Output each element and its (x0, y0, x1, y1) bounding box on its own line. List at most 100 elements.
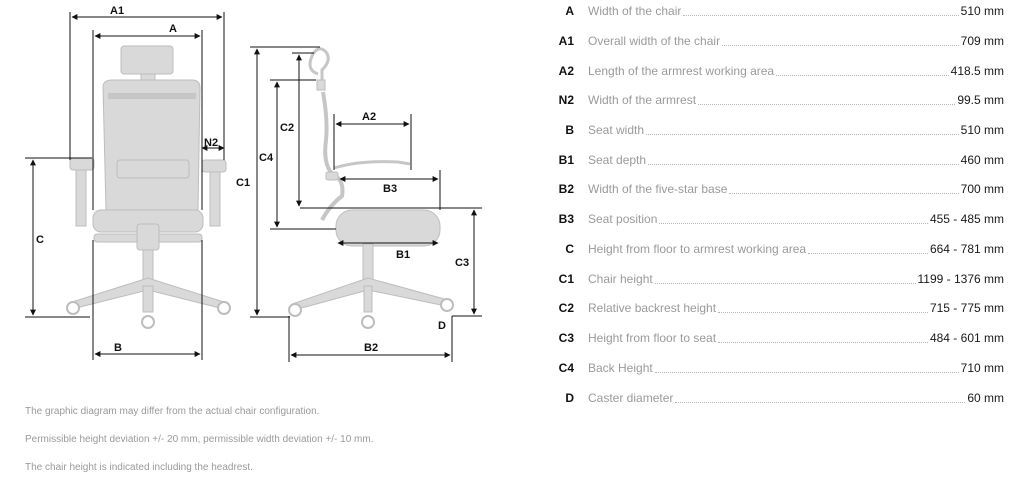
spec-leader (718, 302, 928, 313)
spec-name: Seat depth (588, 153, 647, 167)
spec-value: 510 mm (960, 123, 1004, 137)
spec-value: 715 - 775 mm (929, 301, 1004, 315)
label-D: D (438, 320, 446, 332)
spec-name: Length of the armrest working area (588, 64, 775, 78)
side-backrest (320, 91, 345, 221)
spec-leader (675, 392, 966, 403)
spec-name: Height from floor to seat (588, 331, 717, 345)
label-B1: B1 (396, 249, 410, 261)
spec-name: Width of the armrest (588, 93, 697, 107)
spec-code: N2 (558, 93, 574, 107)
label-C1: C1 (236, 177, 250, 189)
spec-code: B3 (558, 212, 574, 226)
spec-code: C4 (558, 361, 574, 375)
spec-value: 709 mm (960, 34, 1004, 48)
spec-leader (654, 273, 916, 284)
spec-leader (776, 65, 949, 76)
spec-leader (646, 124, 959, 135)
spec-leader (718, 332, 928, 343)
spec-row: C3 Height from floor to seat 484 - 601 m… (540, 327, 1004, 349)
note-tolerance: Permissible height deviation +/- 20 mm, … (25, 434, 374, 445)
spec-name: Seat position (588, 212, 658, 226)
spec-value: 710 mm (960, 361, 1004, 375)
spec-row: C Height from floor to armrest working a… (540, 238, 1004, 260)
spec-value: 664 - 781 mm (929, 242, 1004, 256)
spec-value: 99.5 mm (957, 93, 1004, 107)
label-B3: B3 (383, 183, 397, 195)
note-headrest: The chair height is indicated including … (25, 462, 253, 473)
front-armrest-right (201, 159, 227, 173)
spec-row: A1 Overall width of the chair 709 mm (540, 30, 1004, 52)
spec-row: C4 Back Height 710 mm (540, 357, 1004, 379)
spec-leader (722, 35, 959, 46)
spec-value: 510 mm (960, 4, 1004, 18)
spec-value: 484 - 601 mm (929, 331, 1004, 345)
side-seat (335, 209, 441, 247)
spec-row: N2 Width of the armrest 99.5 mm (540, 89, 1004, 111)
front-caster (66, 301, 80, 315)
spec-row: D Caster diameter 60 mm (540, 387, 1004, 409)
label-C3: C3 (455, 257, 469, 269)
spec-name: Height from floor to armrest working are… (588, 242, 807, 256)
spec-code: D (565, 391, 574, 405)
side-view-chair (288, 47, 454, 329)
spec-name: Width of the chair (588, 4, 682, 18)
spec-code: A (565, 4, 574, 18)
spec-code: B1 (558, 153, 574, 167)
side-dimensions: C1 C2 C4 A2 B3 B1 C3 D B2 (236, 46, 482, 362)
spec-row: B3 Seat position 455 - 485 mm (540, 208, 1004, 230)
spec-code: C2 (558, 301, 574, 315)
spec-row: B Seat width 510 mm (540, 119, 1004, 141)
side-armrest (333, 160, 411, 170)
spec-code: C3 (558, 331, 574, 345)
label-A2: A2 (362, 111, 376, 123)
note-diagram-disclaimer: The graphic diagram may differ from the … (25, 406, 320, 417)
spec-leader (698, 94, 956, 105)
spec-row: B2 Width of the five-star base 700 mm (540, 178, 1004, 200)
front-dimensions: A1 A N2 C B (25, 5, 225, 360)
chair-dimension-diagram: A1 A N2 C B (25, 5, 482, 362)
spec-value: 418.5 mm (950, 64, 1004, 78)
spec-value: 60 mm (967, 391, 1004, 405)
spec-value: 455 - 485 mm (929, 212, 1004, 226)
spec-name: Overall width of the chair (588, 34, 721, 48)
spec-value: 700 mm (960, 182, 1004, 196)
label-A: A (169, 23, 177, 35)
side-caster (288, 303, 302, 317)
spec-row: A2 Length of the armrest working area 41… (540, 60, 1004, 82)
label-N2: N2 (204, 137, 218, 149)
front-view-chair (66, 45, 231, 329)
spec-row: C2 Relative backrest height 715 - 775 mm (540, 297, 1004, 319)
spec-name: Back Height (588, 361, 653, 375)
spec-name: Width of the five-star base (588, 182, 728, 196)
label-C: C (36, 234, 44, 246)
spec-value: 1199 - 1376 mm (917, 272, 1005, 286)
label-C2: C2 (280, 122, 294, 134)
spec-code: B2 (558, 182, 574, 196)
front-backrest (102, 79, 201, 211)
label-B2: B2 (364, 342, 378, 354)
spec-row: C1 Chair height 1199 - 1376 mm (540, 268, 1004, 290)
spec-leader (808, 243, 928, 254)
spec-leader (648, 154, 959, 165)
spec-name: Seat width (588, 123, 645, 137)
spec-code: B (565, 123, 574, 137)
spec-leader (683, 5, 959, 16)
spec-leader (729, 183, 959, 194)
spec-code: A1 (558, 34, 574, 48)
spec-row: A Width of the chair 510 mm (540, 0, 1004, 22)
spec-code: A2 (558, 64, 574, 78)
label-C4: C4 (259, 152, 274, 164)
front-armrest-left (69, 157, 95, 171)
spec-name: Relative backrest height (588, 301, 717, 315)
spec-leader (659, 213, 928, 224)
spec-name: Caster diameter (588, 391, 674, 405)
spec-leader (654, 362, 959, 373)
spec-code: C1 (558, 272, 574, 286)
spec-row: B1 Seat depth 460 mm (540, 149, 1004, 171)
spec-code: C (565, 242, 574, 256)
label-A1: A1 (110, 5, 124, 17)
front-headrest (120, 45, 174, 75)
label-B: B (114, 342, 122, 354)
spec-value: 460 mm (960, 153, 1004, 167)
